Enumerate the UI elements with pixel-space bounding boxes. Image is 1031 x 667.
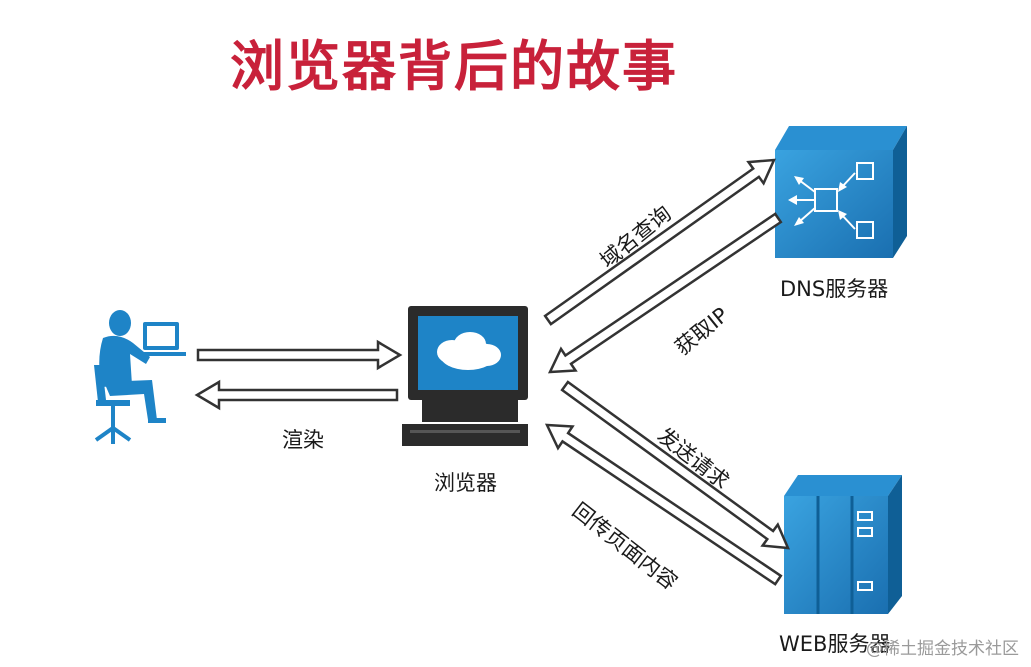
node-label-dns-server: DNS服务器 [780,277,889,301]
dns-server-box-icon [775,126,907,258]
node-label-browser: 浏览器 [434,471,497,495]
user-at-computer-icon [94,310,186,444]
web-server-rack-icon [784,475,902,614]
edge-label-render: 渲染 [282,428,324,452]
page-title: 浏览器背后的故事 [230,35,678,98]
arrow-browser-to-user [194,379,399,411]
arrows-group [194,158,790,586]
watermark-text: @稀土掘金技术社区 [866,639,1019,659]
arrow-get-ip [547,212,783,374]
computer-monitor-cloud-icon [402,306,528,446]
arrow-user-to-browser [196,339,403,371]
arrow-return-page [544,423,783,586]
node-label-web-server: WEB服务器 [779,632,891,656]
arrow-send-request [560,380,790,550]
arrow-dns-query [543,158,777,326]
